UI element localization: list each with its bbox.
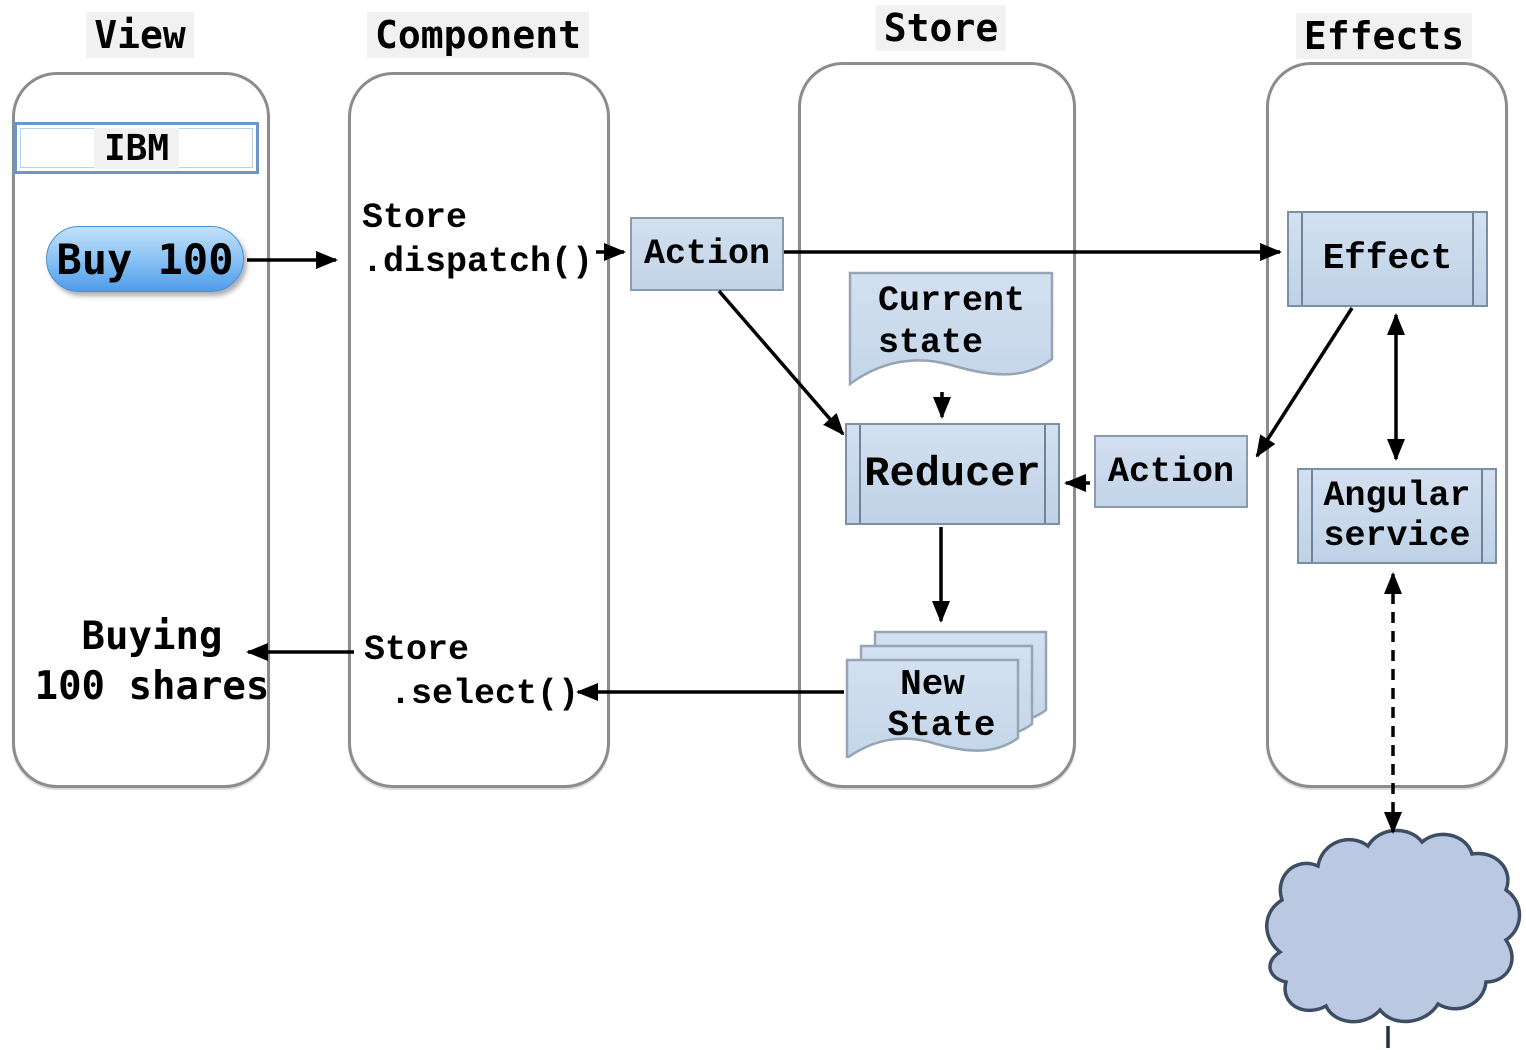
component-bar-left: [1301, 213, 1303, 305]
lane-header-view: View: [86, 12, 194, 58]
store-dispatch-label: Store .dispatch(): [362, 196, 593, 284]
action-box-from-effect: Action: [1094, 435, 1248, 508]
component-bar-left: [1311, 470, 1313, 562]
ticker-input-value: IBM: [93, 127, 180, 169]
new-state-line1: New: [900, 664, 965, 705]
effect-label: Effect: [1322, 238, 1453, 280]
current-state-line2: state: [878, 323, 984, 363]
lane-view: [12, 72, 270, 788]
action-box-dispatched: Action: [630, 217, 784, 291]
current-state-document-shape: [848, 271, 1054, 387]
reducer-box: Reducer: [845, 423, 1060, 525]
lane-component: [348, 72, 610, 788]
component-bar-right: [1481, 470, 1483, 562]
buy-result-line2: 100 shares: [34, 664, 270, 709]
angular-service-box: Angular service: [1297, 468, 1497, 564]
store-select-method: .select(): [390, 674, 580, 714]
lane-header-store: Store: [875, 5, 1007, 51]
angular-service-line2: service: [1323, 516, 1471, 556]
angular-service-line1: Angular: [1323, 475, 1471, 516]
current-state-label: Current state: [878, 280, 1025, 364]
new-state-label: New State: [845, 664, 1020, 746]
buy-result-line1: Buying: [81, 614, 223, 659]
store-dispatch-method: .dispatch(): [362, 242, 594, 282]
action-box-dispatched-label: Action: [643, 234, 771, 274]
store-dispatch-object: Store: [362, 198, 468, 238]
lane-header-component: Component: [367, 12, 589, 58]
backend-cloud-icon: [1265, 828, 1522, 1024]
reducer-label: Reducer: [864, 449, 1041, 498]
buy-result-text: Buying 100 shares: [22, 612, 282, 712]
new-state-document-stack: [845, 630, 1048, 758]
buy-button[interactable]: Buy 100: [46, 226, 244, 292]
action-box-from-effect-label: Action: [1107, 451, 1235, 492]
component-bar-left: [859, 425, 861, 523]
buy-button-label: Buy 100: [56, 234, 234, 284]
store-select-label: Store .select(): [364, 628, 579, 716]
effect-box: Effect: [1287, 211, 1488, 307]
new-state-line2: State: [887, 705, 996, 746]
ticker-input[interactable]: IBM: [14, 122, 259, 174]
lane-effects: [1266, 62, 1508, 788]
component-bar-right: [1044, 425, 1046, 523]
current-state-line1: Current: [878, 281, 1026, 321]
lane-header-effects: Effects: [1295, 13, 1473, 59]
component-bar-right: [1472, 213, 1474, 305]
store-select-object: Store: [364, 630, 470, 670]
